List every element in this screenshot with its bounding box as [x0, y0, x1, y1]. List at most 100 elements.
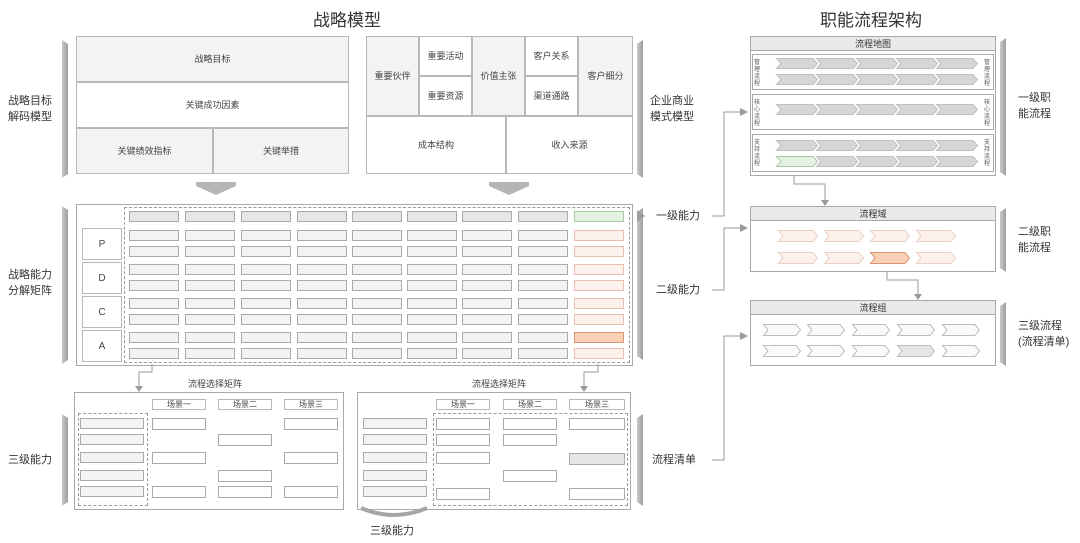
process-map-step: [855, 58, 899, 69]
process-map-step: [855, 74, 899, 85]
level2-capability-cell: [241, 314, 291, 325]
process-group-step: [762, 345, 802, 357]
process-map-step: [775, 74, 819, 85]
level2-process-label: 二级职 能流程: [1018, 226, 1051, 254]
map-right-label-support: 支持流程: [984, 140, 991, 167]
level1-capability-cell: [185, 211, 235, 222]
selection-cell-right: [436, 452, 490, 464]
selection-cell-left: [152, 486, 206, 498]
selection-cell-right: [503, 470, 557, 482]
level2-capability-cell: [518, 264, 568, 275]
level2-capability-cell: [129, 298, 179, 309]
level1-bracket: [1000, 38, 1006, 176]
level2-capability-cell: [462, 348, 512, 359]
process-group-step: [806, 345, 846, 357]
selection-cell-right: [569, 488, 625, 500]
bottom-brace-icon: [360, 506, 428, 517]
level2-capability-cell: [241, 280, 291, 291]
level2-capability-cell: [129, 332, 179, 343]
selection-cell-right: [436, 418, 490, 430]
process-domain-step: [777, 252, 819, 264]
matrix-dashed-area: [124, 207, 630, 363]
level1-capability-cell: [297, 211, 347, 222]
row-label-a: A: [82, 330, 122, 362]
process-list-label: 流程清单: [652, 454, 696, 466]
level1-capability-label: 一级能力: [656, 210, 700, 222]
level2-capability-cell: [241, 298, 291, 309]
level2-capability-cell: [574, 332, 624, 343]
process-group-step: [896, 324, 936, 336]
level2-capability-cell: [407, 280, 457, 291]
value-proposition-cell: 价值主张: [472, 36, 525, 116]
level2-capability-cell: [129, 280, 179, 291]
row-label-p: P: [82, 228, 122, 260]
level2-capability-cell: [518, 314, 568, 325]
level2-bracket: [1000, 208, 1006, 272]
level2-capability-cell: [518, 332, 568, 343]
process-map-step: [815, 74, 859, 85]
capability-row-right: [363, 418, 427, 429]
capability-row-left: [80, 486, 144, 497]
level2-capability-cell: [129, 246, 179, 257]
level2-capability-cell: [241, 348, 291, 359]
scene-header-right: 场景三: [569, 399, 625, 410]
process-group-step: [851, 345, 891, 357]
process-domain-header: 流程域: [750, 206, 996, 221]
level2-capability-cell: [185, 348, 235, 359]
process-group-step: [941, 345, 981, 357]
scene-header-left: 场景二: [218, 399, 272, 410]
level2-capability-cell: [129, 348, 179, 359]
level2-capability-cell: [352, 332, 402, 343]
process-group-step: [762, 324, 802, 336]
level2-capability-cell: [574, 246, 624, 257]
strategy-decode-label: 战略目标 解码模型: [8, 95, 52, 123]
level2-capability-cell: [241, 230, 291, 241]
down-arrow-icon: [196, 182, 236, 195]
strategy-goal-cell: 战略目标: [76, 36, 349, 82]
third-level-capability-label: 三级能力: [8, 454, 52, 466]
process-architecture-title: 职能流程架构: [820, 11, 922, 30]
process-map-step: [815, 58, 859, 69]
level3-bracket: [1000, 302, 1006, 366]
selection-cell-right: [569, 418, 625, 430]
row-label-c: C: [82, 296, 122, 328]
process-group-step: [806, 324, 846, 336]
level2-capability-cell: [241, 246, 291, 257]
level2-capability-cell: [185, 332, 235, 343]
process-domain-step: [823, 230, 865, 242]
level2-capability-cell: [241, 332, 291, 343]
level2-capability-cell: [297, 280, 347, 291]
process-map-step: [775, 140, 819, 151]
process-map-step: [815, 104, 859, 115]
capability-row-left: [80, 452, 144, 463]
level2-capability-cell: [462, 264, 512, 275]
level2-capability-cell: [185, 280, 235, 291]
capability-row-right: [363, 434, 427, 445]
kpi-cell: 关键绩效指标: [76, 128, 213, 174]
level2-capability-cell: [407, 298, 457, 309]
map-left-label-support: 支持流程: [754, 140, 761, 167]
level2-capability-cell: [462, 332, 512, 343]
selection-cell-left: [284, 486, 338, 498]
process-group-step: [941, 324, 981, 336]
level1-capability-cell: [129, 211, 179, 222]
level2-capability-cell: [352, 246, 402, 257]
capability-matrix-bracket: [62, 206, 68, 364]
level2-capability-cell: [407, 314, 457, 325]
process-map-step: [935, 104, 979, 115]
scene-header-right: 场景一: [436, 399, 490, 410]
customer-segments-cell: 客户细分: [578, 36, 633, 116]
key-partners-cell: 重要伙伴: [366, 36, 419, 116]
process-map-step: [935, 74, 979, 85]
level2-capability-cell: [297, 264, 347, 275]
level2-capability-cell: [297, 332, 347, 343]
key-measures-cell: 关键举措: [213, 128, 349, 174]
level2-capability-cell: [407, 264, 457, 275]
level2-capability-cell: [297, 246, 347, 257]
capability-row-left: [80, 418, 144, 429]
level2-capability-cell: [185, 230, 235, 241]
level2-capability-cell: [129, 314, 179, 325]
level2-capability-cell: [352, 230, 402, 241]
key-success-factors-cell: 关键成功因素: [76, 82, 349, 128]
capability-row-left: [80, 470, 144, 481]
